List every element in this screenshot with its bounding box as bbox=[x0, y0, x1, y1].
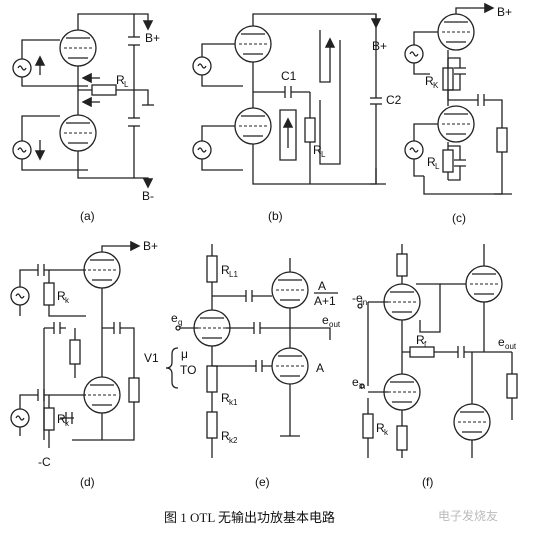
tube-lower-a bbox=[59, 114, 97, 152]
f-rk-sub: k bbox=[384, 428, 389, 437]
e-amp-a1: A+1 bbox=[314, 294, 336, 308]
panel-c-label: (c) bbox=[452, 211, 466, 225]
e-eg-sub: g bbox=[178, 318, 182, 327]
c-rk-sub: K bbox=[433, 81, 439, 90]
e-mu: μ bbox=[181, 347, 188, 361]
resistor-rl-a bbox=[91, 84, 117, 96]
d-rk-top-sub: k bbox=[65, 296, 70, 305]
e-to: TO bbox=[180, 363, 196, 377]
f-rf-sub: f bbox=[424, 340, 427, 349]
a-resistor-label: R bbox=[116, 73, 125, 87]
resistor-rl-c bbox=[442, 149, 454, 173]
panel-c: B+ R K R L (c) bbox=[404, 2, 512, 225]
resistor-bot-left-f bbox=[396, 425, 408, 451]
e-rl1-sub: L1 bbox=[229, 270, 238, 279]
c-rl-label: R bbox=[427, 155, 436, 169]
b-supply-plus: B+ bbox=[372, 39, 387, 53]
tube-v1-e bbox=[193, 309, 231, 347]
d-supply-plus: B+ bbox=[143, 239, 158, 253]
f-ein-top-label: -e bbox=[352, 291, 363, 305]
f-rf-label: R bbox=[416, 333, 425, 347]
figure-caption: 图 1 OTL 无输出功放基本电路 bbox=[164, 510, 335, 525]
f-eout-sub: out bbox=[505, 342, 517, 351]
tube-lower-left-f bbox=[383, 373, 421, 411]
b-resistor-sub: L bbox=[321, 150, 326, 159]
c-rl-sub: L bbox=[435, 162, 440, 171]
d-rk-bot-label: R bbox=[57, 412, 66, 426]
panel-a: B+ B- R L (a) bbox=[12, 13, 160, 223]
panel-b-label: (b) bbox=[268, 209, 283, 223]
a-supply-minus: B- bbox=[142, 189, 154, 203]
resistor-mid-d bbox=[69, 339, 81, 365]
b-cap1: C1 bbox=[281, 69, 297, 83]
panel-a-label: (a) bbox=[80, 209, 95, 223]
e-v1: V1 bbox=[144, 351, 159, 365]
resistor-rl-b bbox=[304, 117, 316, 143]
resistor-rf-f bbox=[409, 346, 435, 358]
panel-f-label: (f) bbox=[422, 475, 433, 489]
resistor-top-left-f bbox=[396, 253, 408, 277]
f-ein-bot-label: e bbox=[352, 375, 359, 389]
e-rk2-sub: k2 bbox=[229, 436, 238, 445]
e-rk1-label: R bbox=[221, 391, 230, 405]
f-eout-label: e bbox=[498, 335, 505, 349]
a-supply-plus: B+ bbox=[145, 31, 160, 45]
e-rk1-sub: k1 bbox=[229, 398, 238, 407]
tube-upper-a bbox=[59, 29, 97, 67]
e-eg-label: e bbox=[171, 311, 178, 325]
d-rk-bot-sub: k bbox=[65, 419, 70, 428]
resistor-load-c bbox=[496, 127, 508, 153]
tube-upper-b bbox=[234, 25, 272, 63]
e-eout-label: e bbox=[322, 313, 329, 327]
tube-lower-b bbox=[234, 107, 272, 145]
panel-d: B+ R k R k -C (d) bbox=[10, 239, 158, 489]
e-amp-a-lower: A bbox=[316, 361, 324, 375]
c-supply-plus: B+ bbox=[497, 5, 512, 19]
e-eout-sub: out bbox=[329, 320, 341, 329]
f-rk-label: R bbox=[376, 421, 385, 435]
resistor-rk-top-d bbox=[43, 282, 55, 306]
f-ein-bot-sub: in bbox=[359, 382, 365, 391]
panel-e: R L1 e g V1 μ TO R k1 R k2 A A+1 e out A… bbox=[144, 244, 341, 489]
e-rk2-label: R bbox=[221, 429, 230, 443]
tube-upper-d bbox=[83, 251, 121, 289]
tube-upper-c bbox=[437, 13, 475, 51]
resistor-load-d bbox=[128, 377, 140, 403]
e-amp-a: A bbox=[318, 279, 326, 293]
resistor-load-f bbox=[506, 373, 518, 399]
b-resistor-label: R bbox=[313, 143, 322, 157]
tube-lower-d bbox=[83, 376, 121, 414]
tube-lower-e bbox=[271, 347, 309, 385]
tube-upper-left-f bbox=[383, 283, 421, 321]
d-rk-top-label: R bbox=[57, 289, 66, 303]
resistor-rk-f bbox=[362, 413, 374, 439]
tube-lower-c bbox=[437, 105, 475, 143]
tube-upper-e bbox=[271, 271, 309, 309]
panel-f: -e in e in R f e out R k (f) bbox=[352, 244, 518, 489]
resistor-rk-bot-d bbox=[43, 407, 55, 431]
tube-upper-right-f bbox=[465, 265, 503, 303]
panel-d-label: (d) bbox=[80, 475, 95, 489]
d-supply-minus: -C bbox=[38, 455, 51, 469]
e-rl1-label: R bbox=[221, 263, 230, 277]
resistor-rk2-e bbox=[206, 411, 218, 439]
f-ein-top-sub: in bbox=[361, 298, 367, 307]
tube-lower-right-f bbox=[453, 403, 491, 441]
c-rk-label: R bbox=[425, 74, 434, 88]
resistor-rl1-e bbox=[206, 255, 218, 283]
panel-b: B+ C1 C2 R L (b) bbox=[192, 13, 402, 223]
panel-e-label: (e) bbox=[255, 475, 270, 489]
resistor-rk1-e bbox=[206, 365, 218, 393]
a-resistor-sub: L bbox=[124, 80, 129, 89]
b-cap2: C2 bbox=[386, 93, 402, 107]
watermark: 电子发烧友 bbox=[438, 508, 498, 523]
